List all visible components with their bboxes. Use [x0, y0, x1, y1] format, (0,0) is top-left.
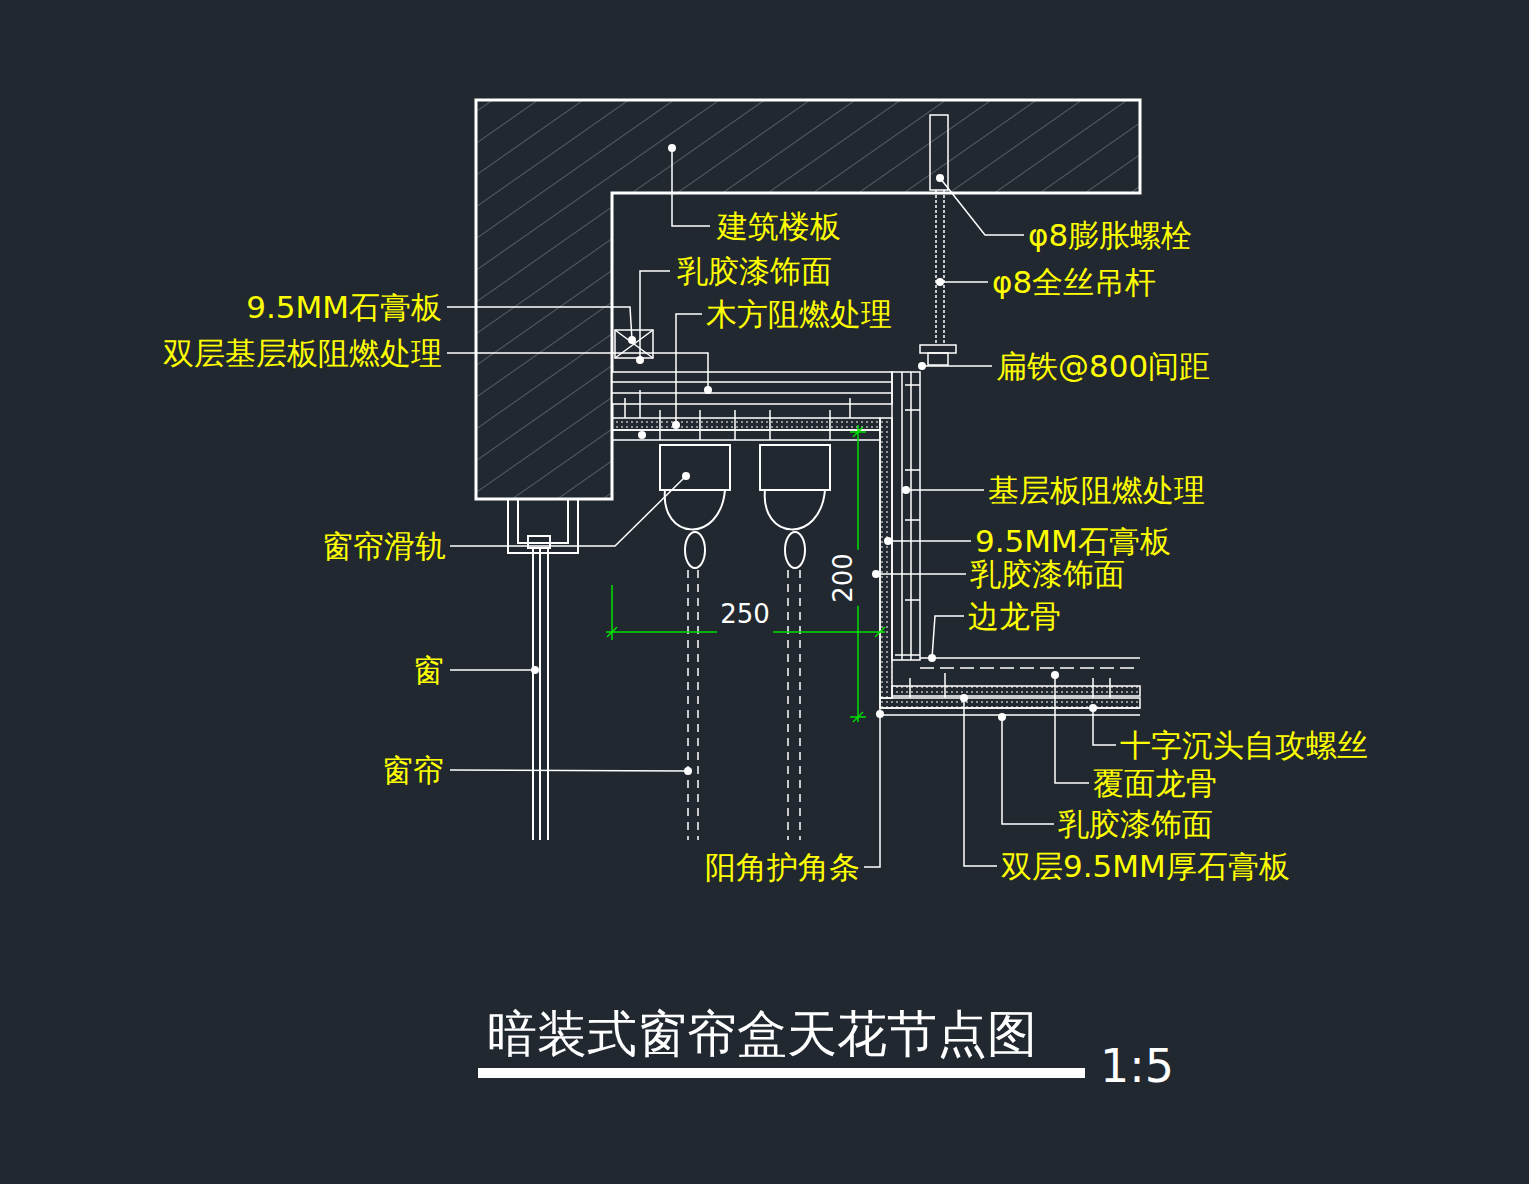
part-label: 窗帘: [382, 750, 444, 790]
part-label: 扁铁@800间距: [996, 346, 1210, 386]
part-label: 建筑楼板: [717, 206, 841, 246]
part-label: 双层9.5MM厚石膏板: [1001, 846, 1290, 886]
leader-dots: [531, 144, 1097, 775]
part-label: 木方阻燃处理: [706, 294, 892, 334]
part-label: 9.5MM石膏板: [975, 521, 1171, 561]
part-label: φ8膨胀螺栓: [1028, 215, 1192, 255]
part-label: 覆面龙骨: [1093, 763, 1217, 803]
scale-label: 1:5: [1100, 1046, 1174, 1086]
part-label: 乳胶漆饰面: [970, 554, 1125, 594]
curtain-track: [660, 445, 830, 840]
part-label: φ8全丝吊杆: [992, 262, 1156, 302]
part-label: 乳胶漆饰面: [677, 251, 832, 291]
dimension-label: 250: [717, 594, 773, 634]
title-underline: [478, 1068, 1085, 1078]
part-label: 窗帘滑轨: [322, 526, 446, 566]
curtain-box-layers: [612, 115, 1140, 715]
part-label: 窗: [413, 650, 444, 690]
part-label: 双层基层板阻燃处理: [163, 333, 442, 373]
part-label: 乳胶漆饰面: [1058, 804, 1213, 844]
part-label: 阳角护角条: [705, 847, 860, 887]
part-label: 边龙骨: [968, 596, 1061, 636]
part-label: 9.5MM石膏板: [246, 287, 442, 327]
part-label: 基层板阻燃处理: [988, 470, 1205, 510]
dimension-label: 200: [823, 550, 863, 606]
drawing-title: 暗装式窗帘盒天花节点图: [487, 1004, 1037, 1064]
part-label: 十字沉头自攻螺丝: [1120, 725, 1368, 765]
dimension-lines: [606, 425, 885, 722]
